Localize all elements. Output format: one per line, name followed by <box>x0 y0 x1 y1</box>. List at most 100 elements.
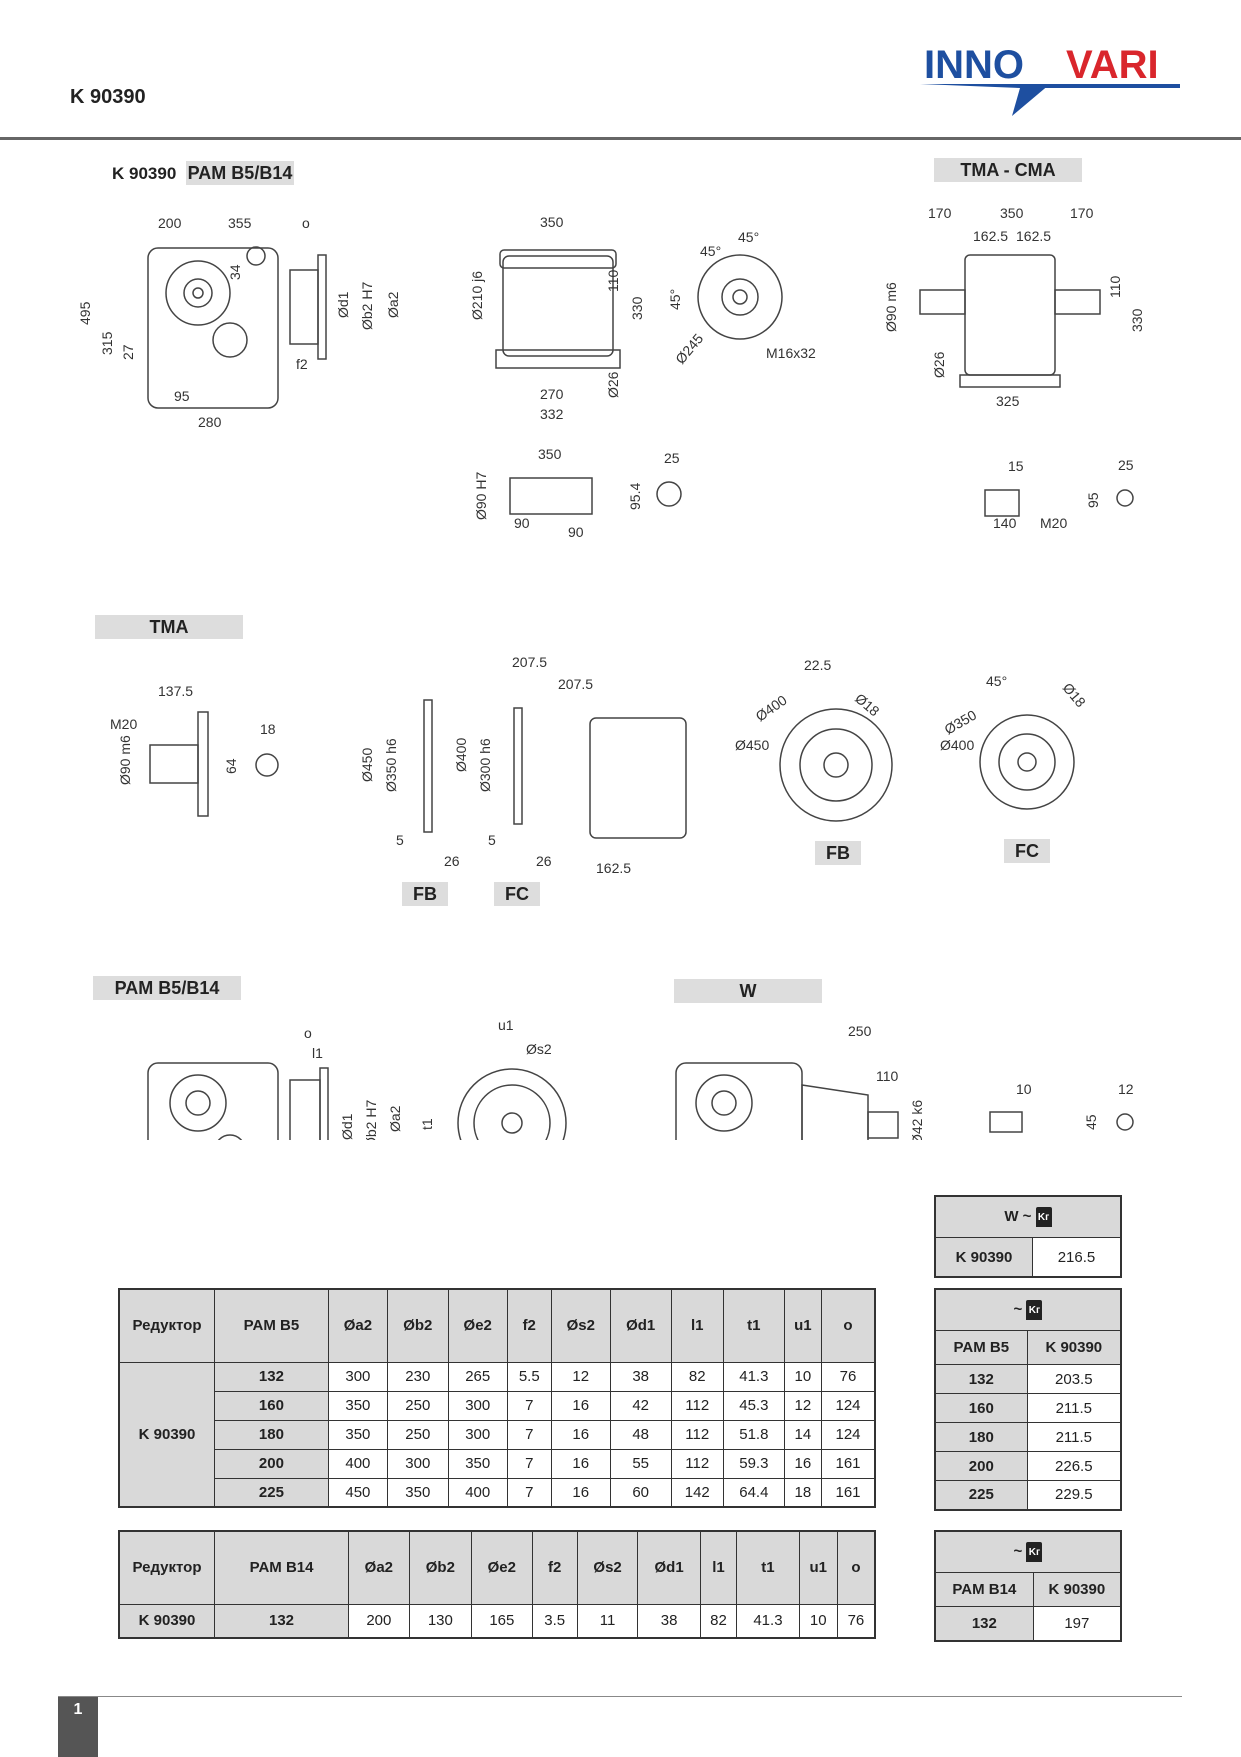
table-cell: 200 <box>348 1603 410 1639</box>
table-cell: 38 <box>637 1603 701 1639</box>
model-cell: K 90390 <box>118 1361 215 1508</box>
w-weight-header: W ~ <box>1004 1207 1032 1225</box>
main-pam-tag: PAM B5/B14 <box>186 161 294 185</box>
svg-text:Ø90 m6: Ø90 m6 <box>883 282 899 332</box>
svg-text:M16x32: M16x32 <box>766 345 816 361</box>
svg-text:10: 10 <box>1016 1081 1032 1097</box>
svg-text:200: 200 <box>158 215 182 231</box>
col-header: t1 <box>722 1288 785 1363</box>
col-header: PAM B14 <box>213 1530 350 1605</box>
svg-text:140: 140 <box>993 515 1017 531</box>
col-header: Øb2 <box>408 1530 473 1605</box>
table-cell: 11 <box>576 1603 639 1639</box>
svg-text:64: 64 <box>223 758 239 774</box>
col-header: o <box>821 1288 876 1363</box>
size-cell: 132 <box>214 1361 329 1392</box>
table-cell: 165 <box>471 1603 533 1639</box>
weight-size: 225 <box>934 1480 1028 1510</box>
col-header: f2 <box>506 1288 552 1363</box>
svg-text:Ø400: Ø400 <box>453 738 469 772</box>
table-cell: 7 <box>506 1448 552 1479</box>
table-cell: 350 <box>327 1390 388 1421</box>
svg-text:250: 250 <box>848 1023 872 1039</box>
table-cell: 161 <box>821 1477 876 1508</box>
svg-text:270: 270 <box>540 386 564 402</box>
table-cell: 18 <box>783 1477 823 1508</box>
size-cell: 225 <box>214 1477 329 1508</box>
table-cell: 350 <box>386 1477 449 1508</box>
svg-text:110: 110 <box>876 1068 899 1084</box>
svg-text:45: 45 <box>1083 1114 1099 1130</box>
pam-flange-front <box>457 1068 567 1140</box>
table-cell: 41.3 <box>736 1603 800 1639</box>
svg-text:Ø245: Ø245 <box>672 330 706 367</box>
table-cell: 350 <box>327 1419 388 1450</box>
svg-text:332: 332 <box>540 406 564 422</box>
size-cell: 132 <box>213 1603 350 1639</box>
weight-col-header: K 90390 <box>1026 1330 1122 1365</box>
table-cell: 16 <box>550 1477 611 1508</box>
page-number: 1 <box>58 1697 98 1757</box>
logo-swoosh-icon <box>920 84 1050 116</box>
svg-text:Ø18: Ø18 <box>1060 680 1089 711</box>
col-header: o <box>836 1530 876 1605</box>
hollow-shaft-view <box>509 477 682 515</box>
table-cell: 10 <box>798 1603 838 1639</box>
weight-icon: Kг <box>1035 1207 1052 1227</box>
tma-cma-view <box>919 254 1101 388</box>
table-cell: 400 <box>327 1448 388 1479</box>
table-cell: 76 <box>821 1361 876 1392</box>
svg-text:Ø90 H7: Ø90 H7 <box>473 472 489 520</box>
svg-text:90: 90 <box>1002 1139 1018 1140</box>
table-cell: 16 <box>783 1448 823 1479</box>
weight-icon: Kг <box>1026 1542 1043 1562</box>
fc-tag: FC <box>494 882 540 906</box>
svg-text:o: o <box>302 215 310 231</box>
svg-text:Øa2: Øa2 <box>385 291 401 318</box>
size-cell: 200 <box>214 1448 329 1479</box>
svg-text:90: 90 <box>514 515 530 531</box>
table-cell: 12 <box>783 1390 823 1421</box>
svg-text:Ø450: Ø450 <box>735 737 769 753</box>
gearbox-front-view <box>495 249 621 369</box>
weight-header: ~ <box>1013 1300 1023 1318</box>
svg-text:Ø26: Ø26 <box>605 371 621 398</box>
col-header: t1 <box>736 1530 800 1605</box>
col-header: Øe2 <box>447 1288 508 1363</box>
col-header: Øs2 <box>550 1288 611 1363</box>
table-cell: 112 <box>670 1448 724 1479</box>
svg-text:355: 355 <box>228 215 252 231</box>
svg-text:25: 25 <box>664 450 680 466</box>
col-header: Ød1 <box>637 1530 701 1605</box>
svg-text:95: 95 <box>174 388 190 404</box>
table-cell: 12 <box>550 1361 611 1392</box>
weight-header: ~ <box>1013 1542 1023 1560</box>
weight-value: 226.5 <box>1026 1451 1122 1481</box>
table-cell: 450 <box>327 1477 388 1508</box>
svg-text:45°: 45° <box>700 243 721 259</box>
fc-front-tag: FC <box>1004 839 1050 863</box>
solid-shaft-view <box>984 489 1134 517</box>
dimension-labels: 200 355 o 495 315 27 34 95 280 f2 Ød1 Øb… <box>77 205 1145 1140</box>
svg-text:12: 12 <box>1118 1081 1134 1097</box>
tma-tag: TMA <box>95 615 243 639</box>
svg-text:M20: M20 <box>1040 515 1067 531</box>
table-cell: 300 <box>386 1448 449 1479</box>
table-cell: 38 <box>609 1361 672 1392</box>
svg-text:350: 350 <box>538 446 562 462</box>
tma-cma-tag: TMA - CMA <box>934 158 1082 182</box>
svg-text:95.4: 95.4 <box>627 483 643 510</box>
footer-divider <box>58 1696 1182 1697</box>
svg-text:22.5: 22.5 <box>804 657 831 673</box>
w-weight-value: 216.5 <box>1032 1237 1122 1278</box>
weight-size: 200 <box>934 1451 1028 1481</box>
svg-text:Ø210 j6: Ø210 j6 <box>469 271 485 320</box>
svg-text:170: 170 <box>1070 205 1094 221</box>
pam-tag: PAM B5/B14 <box>93 976 241 1000</box>
table-cell: 41.3 <box>722 1361 785 1392</box>
table-cell: 400 <box>447 1477 508 1508</box>
w-shaft-view <box>989 1111 1134 1133</box>
table-cell: 300 <box>447 1390 508 1421</box>
svg-text:M20: M20 <box>110 716 137 732</box>
